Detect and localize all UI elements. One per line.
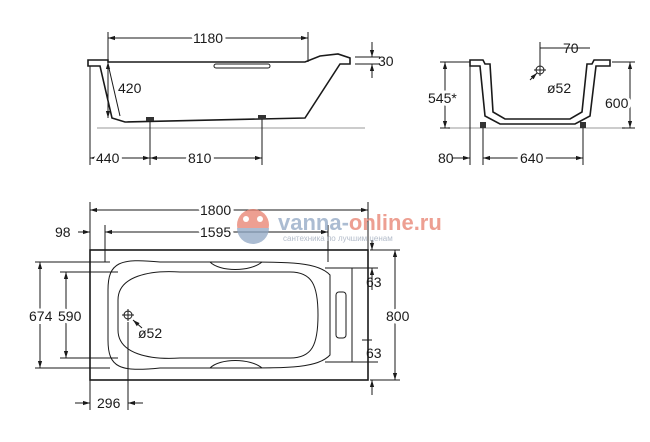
side-view: 1180 420 30 440 810 xyxy=(87,27,394,169)
tub-end-profile xyxy=(469,59,611,125)
leg xyxy=(258,115,266,128)
end-view: 70 ø52 545* 600 80 640 xyxy=(425,40,635,169)
dim-70: 70 xyxy=(563,40,579,56)
dim-545: 545* xyxy=(428,90,457,106)
tub-side-profile xyxy=(87,53,351,123)
dim-63-top: 63 xyxy=(366,274,382,290)
dim-1595: 1595 xyxy=(200,224,231,240)
dim-674: 674 xyxy=(29,308,53,324)
dim-98: 98 xyxy=(55,224,71,240)
dim-800: 800 xyxy=(386,308,410,324)
headrest xyxy=(335,291,347,339)
watermark-site: vanna-online.ru xyxy=(278,210,442,235)
watermark: vanna-online.ru сантехника по лучшим цен… xyxy=(237,209,442,244)
top-view: ø52 1800 1595 98 674 590 800 63 63 296 xyxy=(26,199,413,411)
dim-1800: 1800 xyxy=(200,202,231,218)
dim-590: 590 xyxy=(58,308,82,324)
drain-icon xyxy=(122,309,134,321)
dim-30: 30 xyxy=(378,53,394,69)
leg xyxy=(146,117,154,128)
watermark-tagline: сантехника по лучшим ценам xyxy=(283,234,393,243)
dim-440: 440 xyxy=(96,150,120,166)
dim-420: 420 xyxy=(118,80,142,96)
dim-63-bottom: 63 xyxy=(366,345,382,361)
dim-296: 296 xyxy=(97,395,121,411)
dim-1180: 1180 xyxy=(193,30,223,46)
dim-640: 640 xyxy=(520,150,544,166)
dim-drain-52: ø52 xyxy=(547,80,571,96)
dim-80: 80 xyxy=(438,150,454,166)
dim-810: 810 xyxy=(188,150,212,166)
watermark-logo xyxy=(237,209,269,244)
dim-600: 600 xyxy=(605,95,629,111)
dim-drain-52-top: ø52 xyxy=(138,325,162,341)
tub-basin xyxy=(107,260,331,370)
overflow-icon xyxy=(534,64,546,76)
